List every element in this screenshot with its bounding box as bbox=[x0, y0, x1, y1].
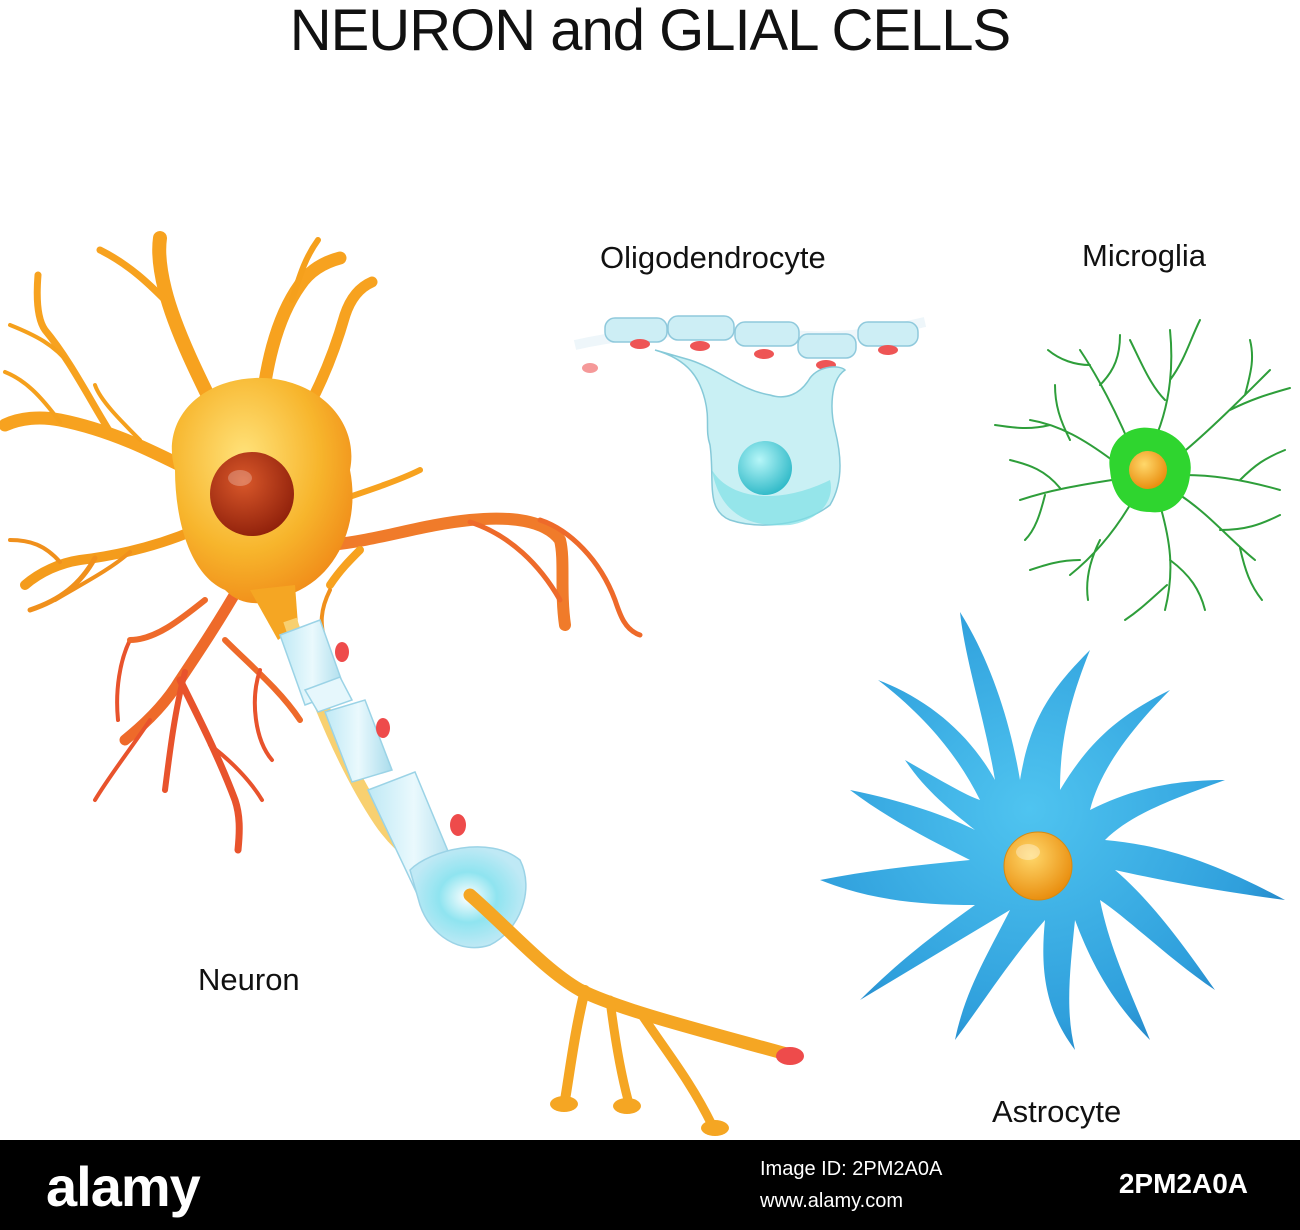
neuron-nucleus bbox=[210, 452, 294, 536]
node-of-ranvier bbox=[450, 814, 466, 836]
neuron-label: Neuron bbox=[198, 962, 300, 997]
image-code: 2PM2A0A bbox=[1118, 1168, 1248, 1199]
neuron-dendrites bbox=[0, 231, 643, 854]
astrocyte bbox=[820, 612, 1285, 1050]
microglia-nucleus bbox=[1129, 451, 1167, 489]
oligodendrocyte-nucleus bbox=[738, 441, 792, 495]
page-title: NEURON and GLIAL CELLS bbox=[289, 0, 1012, 63]
astrocyte-body bbox=[820, 612, 1285, 1050]
oligodendrocyte-body bbox=[654, 349, 847, 526]
neuron-axon bbox=[279, 617, 804, 1136]
myelin-sheath bbox=[279, 619, 527, 949]
image-id-text: Image ID: 2PM2A0A bbox=[760, 1158, 943, 1180]
oligodendrocyte-label: Oligodendrocyte bbox=[600, 240, 826, 275]
microglia bbox=[994, 319, 1291, 621]
node-of-ranvier bbox=[335, 642, 349, 662]
brand-logo: alamy bbox=[46, 1155, 201, 1218]
cell-diagram bbox=[0, 231, 1291, 1136]
astrocyte-label: Astrocyte bbox=[992, 1094, 1122, 1129]
watermark-footer: alamy Image ID: 2PM2A0A www.alamy.com 2P… bbox=[0, 1140, 1300, 1230]
node-of-ranvier bbox=[376, 718, 390, 738]
site-text: www.alamy.com bbox=[760, 1190, 903, 1212]
axon-terminals bbox=[463, 888, 797, 1130]
oligodendrocyte bbox=[573, 315, 927, 526]
neuron bbox=[0, 231, 804, 1136]
astrocyte-nucleus bbox=[1003, 831, 1073, 901]
microglia-label: Microglia bbox=[1082, 238, 1207, 273]
